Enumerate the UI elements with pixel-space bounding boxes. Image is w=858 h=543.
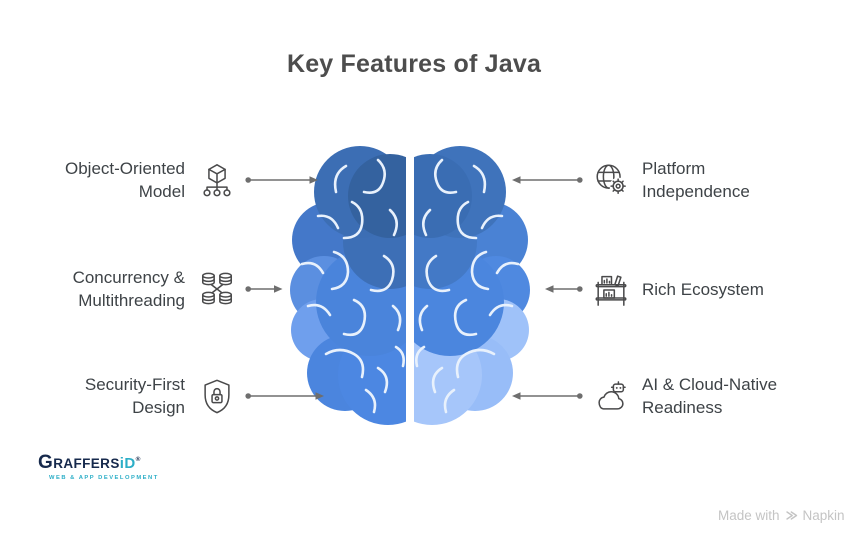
- feature-label: Object-Oriented Model: [30, 157, 185, 203]
- feature-label: Security-First Design: [30, 373, 185, 419]
- napkin-logo-icon: [785, 509, 798, 522]
- globe-gear-icon: [592, 161, 630, 199]
- connector-arrow: [512, 175, 583, 185]
- object-model-icon: [198, 161, 236, 199]
- feature-label-line: Readiness: [642, 398, 723, 417]
- brand-logo: GRAFFERSiD® WEB & APP DEVELOPMENT: [38, 452, 159, 481]
- feature-label-line: Design: [132, 398, 185, 417]
- feature-label-line: AI & Cloud-Native: [642, 375, 778, 394]
- feature-label: AI & Cloud-Native Readiness: [642, 373, 777, 419]
- connector-arrow: [512, 391, 583, 401]
- feature-label-line: Model: [138, 182, 185, 201]
- feature-label-line: Multithreading: [78, 291, 185, 310]
- brain-left-hemisphere: [290, 146, 406, 425]
- feature-label: Rich Ecosystem: [642, 278, 764, 301]
- feature-label-line: Concurrency &: [72, 268, 185, 287]
- feature-row-object-oriented-model: Object-Oriented Model: [30, 154, 319, 206]
- brand-logo-initial: G: [38, 452, 54, 473]
- brain-illustration: [290, 146, 530, 425]
- connector-arrow: [245, 391, 325, 401]
- feature-label-line: Platform: [642, 159, 706, 178]
- brain-right-hemisphere: [414, 146, 530, 425]
- feature-row-concurrency-multithreading: Concurrency & Multithreading: [30, 263, 283, 315]
- shield-lock-icon: [198, 377, 236, 415]
- connector-arrow: [245, 175, 319, 185]
- napkin-attribution[interactable]: Made with Napkin: [718, 508, 845, 523]
- database-threads-icon: [198, 270, 236, 308]
- brain-folds-left: [300, 158, 405, 414]
- registered-mark: ®: [135, 456, 141, 463]
- connector-arrow: [545, 284, 583, 294]
- feature-row-ai-cloud-native-readiness: AI & Cloud-Native Readiness: [512, 370, 777, 422]
- feature-label-line: Independence: [642, 182, 750, 201]
- feature-row-security-first-design: Security-First Design: [30, 370, 325, 422]
- attribution-brand: Napkin: [802, 508, 845, 523]
- page-title: Key Features of Java: [286, 50, 542, 78]
- feature-label-line: Security-First: [84, 375, 185, 394]
- bookshelf-icon: [592, 270, 630, 308]
- connector-arrow: [245, 284, 283, 294]
- feature-label-line: Rich Ecosystem: [642, 279, 764, 299]
- attribution-text: Made with: [718, 508, 780, 523]
- brain-folds-right: [415, 158, 520, 414]
- brand-logo-tagline: WEB & APP DEVELOPMENT: [49, 475, 159, 481]
- feature-row-rich-ecosystem: Rich Ecosystem: [545, 263, 764, 315]
- brand-logo-accent: iD: [119, 455, 136, 472]
- cloud-robot-icon: [592, 377, 630, 415]
- brand-logo-name: GRAFFERSiD®: [38, 452, 159, 474]
- feature-row-platform-independence: Platform Independence: [512, 154, 750, 206]
- feature-label-line: Object-Oriented: [65, 159, 185, 178]
- feature-label: Concurrency & Multithreading: [30, 266, 185, 312]
- feature-label: Platform Independence: [642, 157, 750, 203]
- brand-logo-rest: RAFFERS: [53, 456, 120, 471]
